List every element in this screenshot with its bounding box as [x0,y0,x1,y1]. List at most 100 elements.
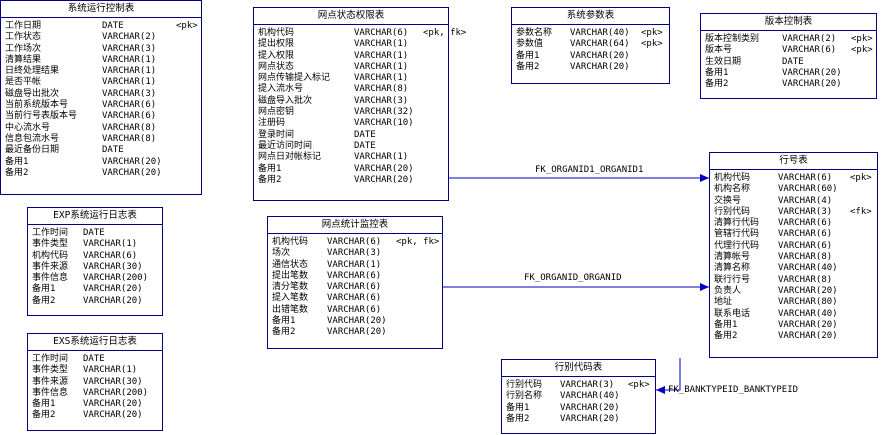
attribute-name: 通信状态 [272,259,309,270]
attribute-name: 提出笔数 [272,270,309,281]
attribute-type: VARCHAR(6) [327,304,382,315]
attribute-type: VARCHAR(200) [83,387,149,398]
attribute-name: 备用2 [32,410,56,421]
attribute-name: 行别代码 [506,380,543,390]
arrowhead-icon [700,174,709,182]
attribute-name: 行别名称 [506,391,543,402]
attribute-type: VARCHAR(20) [354,163,414,174]
attribute-row: 机构名称 VARCHAR(60) [714,184,873,195]
attribute-row: 日终处理结果 VARCHAR(1) [5,66,197,77]
attribute-row: 备用2 VARCHAR(20) [714,331,873,342]
attribute-name: 工作场次 [5,43,42,54]
attribute-type: VARCHAR(4) [778,195,833,206]
attribute-name: 参数值 [516,39,544,50]
attribute-name: 提入笔数 [272,293,309,304]
attribute-type: VARCHAR(3) [102,43,157,54]
attribute-name: 管辖行代码 [714,229,760,240]
attribute-type: VARCHAR(6) [778,218,833,229]
attribute-name: 日终处理结果 [5,66,60,77]
attribute-name: 事件信息 [32,273,69,284]
attribute-type: VARCHAR(8) [102,133,157,144]
attribute-type: VARCHAR(6) [354,28,409,38]
attribute-type: VARCHAR(1) [354,73,409,84]
attribute-type: VARCHAR(20) [570,61,630,72]
attribute-name: 备用1 [32,399,56,410]
attribute-type: VARCHAR(1) [327,259,382,270]
attribute-type: VARCHAR(30) [83,376,143,387]
attribute-type: VARCHAR(3) [354,95,409,106]
attribute-type: VARCHAR(1) [102,66,157,77]
attribute-type: VARCHAR(64) [570,39,630,50]
attribute-type: VARCHAR(20) [778,331,838,342]
attribute-name: 工作状态 [5,32,42,43]
attribute-type: VARCHAR(6) [102,111,157,122]
attribute-name: 网点传输提入标记 [258,73,331,84]
attribute-type: VARCHAR(2) [102,32,157,43]
attribute-name: 备用1 [516,50,540,61]
attribute-name: 机构名称 [714,184,751,195]
attribute-row: 网点传输提入标记 VARCHAR(1) [258,73,444,84]
arrowhead-icon [700,283,709,291]
attribute-name: 注册码 [258,118,286,129]
attribute-name: 备用2 [714,331,738,342]
attribute-type: VARCHAR(3) [778,206,833,217]
attribute-name: 网点状态 [258,61,295,72]
attribute-row: 工作场次 VARCHAR(3) [5,44,197,55]
attribute-type: VARCHAR(60) [778,184,838,195]
attribute-type: VARCHAR(80) [778,297,838,308]
attribute-type: DATE [102,21,124,31]
attribute-type: DATE [782,56,804,67]
attribute-type: VARCHAR(6) [102,100,157,111]
attribute-name: 磁盘导入批次 [258,95,313,106]
entity-title: 系统运行控制表 [1,1,201,18]
attribute-type: DATE [83,228,105,238]
attribute-name: 工作时间 [32,228,69,238]
attribute-key: <pk> [628,380,650,390]
attribute-type: VARCHAR(2) [782,34,837,44]
attribute-name: 代理行代码 [714,240,760,251]
attribute-type: VARCHAR(20) [102,167,162,178]
attribute-type: VARCHAR(20) [83,284,143,295]
attribute-name: 备用2 [258,174,282,185]
attribute-name: 备用1 [32,284,56,295]
attribute-row: 通信状态 VARCHAR(1) [272,260,438,271]
